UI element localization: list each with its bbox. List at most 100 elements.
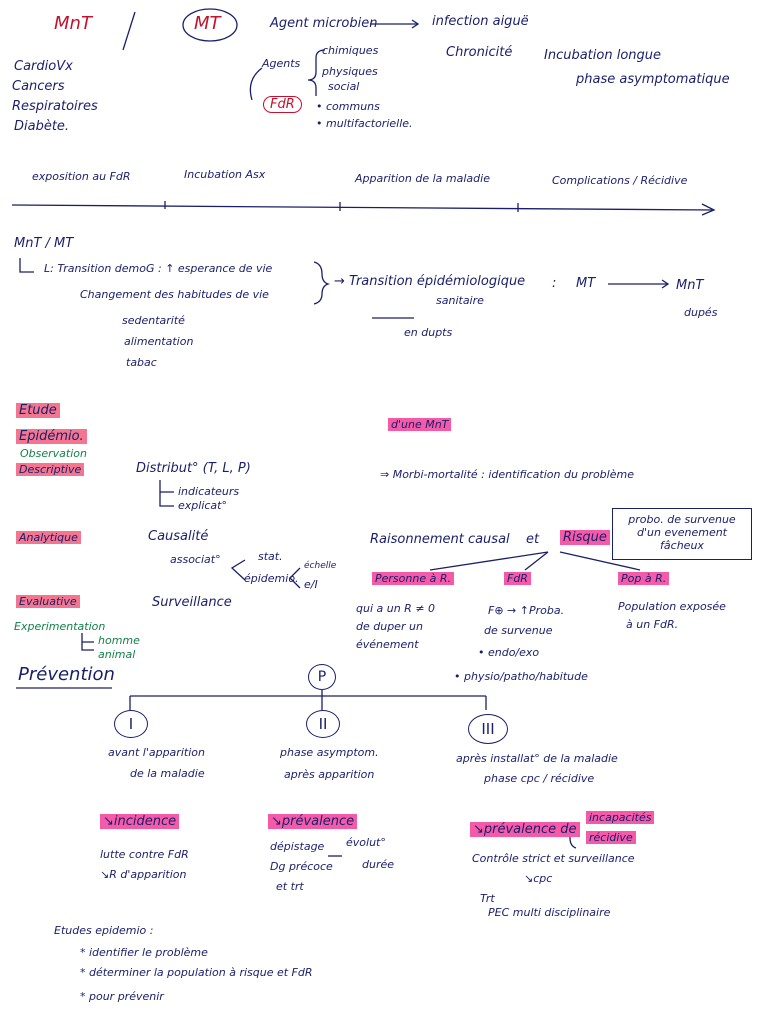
fdr-line-4: • physio/patho/habitude xyxy=(454,670,588,683)
pop-line-1: Population exposée xyxy=(618,600,726,613)
echelle-label: échelle xyxy=(304,561,337,571)
disease-1: CardioVx xyxy=(14,59,73,74)
level-2-circle: II xyxy=(306,710,340,738)
probo-text: probo. de survenue d'un evenement fâcheu… xyxy=(628,513,736,552)
infection-aigue: infection aiguë xyxy=(432,14,529,29)
morbi-mortalite: ⇒ Morbi-mortalité : identification du pr… xyxy=(380,468,634,481)
agent-microbien: Agent microbien xyxy=(270,16,378,31)
incubation-longue: Incubation longue xyxy=(544,48,662,63)
agents-brace xyxy=(307,49,326,96)
fdr-bullet-2: • multifactorielle. xyxy=(316,117,413,130)
ei-label: e/I xyxy=(304,578,318,591)
agents-fdr-arrow xyxy=(249,67,263,101)
timeline-axis xyxy=(11,204,713,211)
mnt-label: MnT xyxy=(676,278,704,293)
timeline-label-2: Incubation Asx xyxy=(184,168,266,181)
surveillance-label: Surveillance xyxy=(152,595,232,610)
prevention-root: P xyxy=(308,664,336,690)
habit-3: tabac xyxy=(126,356,157,369)
agent-type-3: social xyxy=(328,80,360,93)
distribut-label: Distribut° (T, L, P) xyxy=(136,461,251,476)
stat-label: stat. xyxy=(258,550,283,563)
pop-line-2: à un FdR. xyxy=(626,618,679,631)
transition-row-1: L: Transition demoG : ↑ esperance de vie xyxy=(44,262,273,275)
sanitaire: sanitaire xyxy=(436,294,484,307)
prevention-title: Prévention xyxy=(18,664,115,685)
agents-label: Agents xyxy=(262,57,301,70)
mt-circle xyxy=(182,8,238,42)
level-3-extra-2: récidive xyxy=(586,831,636,844)
level-2-detail-1: dépistage xyxy=(270,840,325,853)
footer-item-1: * identifier le problème xyxy=(80,946,208,959)
observation-label: Observation xyxy=(20,447,87,460)
probo-box: probo. de survenue d'un evenement fâcheu… xyxy=(612,508,752,560)
animal-label: animal xyxy=(98,648,136,661)
analytique-label: Analytique xyxy=(16,531,81,544)
arrow-head xyxy=(661,279,670,289)
transition-title: MnT / MT xyxy=(14,236,74,251)
transition-row-2: Changement des habitudes de vie xyxy=(80,288,269,301)
level-1-circle: I xyxy=(114,710,148,738)
level-2-detail-3: et trt xyxy=(276,880,304,893)
level-3-extra-1: incapacités xyxy=(586,811,655,824)
transition-brace xyxy=(313,261,331,305)
etude-label: Etude xyxy=(16,403,60,418)
level-3-circle: III xyxy=(468,714,508,744)
fdr-line-3: • endo/exo xyxy=(478,646,540,659)
echelle-bracket xyxy=(289,567,301,589)
level-3-detail-2: ↘cpc xyxy=(524,872,553,885)
evaluative-label: Evaluative xyxy=(16,595,80,608)
epidemio-label: Epidémio. xyxy=(16,429,87,444)
et-label: et xyxy=(526,532,540,547)
descriptive-label: Descriptive xyxy=(16,463,85,476)
level-1-detail-2: ↘R d'apparition xyxy=(100,868,187,881)
risque-label: Risque xyxy=(560,530,610,545)
footer-item-3: * pour prévenir xyxy=(80,990,164,1003)
level-3-tag: ↘prévalence de xyxy=(470,822,580,837)
level-3-text-1: après installat° de la maladie xyxy=(456,752,618,765)
disease-4: Diabète. xyxy=(14,119,70,134)
colon: : xyxy=(552,276,557,291)
habit-2: alimentation xyxy=(124,335,194,348)
level-2-detail-2: Dg précoce xyxy=(270,860,333,873)
phase-asymptomatique: phase asymptomatique xyxy=(576,72,730,87)
associat-label: associat° xyxy=(170,553,221,566)
level-1-text-2: de la maladie xyxy=(130,767,205,780)
agent-type-1: chimiques xyxy=(322,44,379,57)
causal-bracket xyxy=(230,559,246,581)
chronicite: Chronicité xyxy=(446,45,513,60)
level-2-evol-1: évolut° xyxy=(346,836,386,849)
level-1-tag: ↘incidence xyxy=(100,814,180,829)
footer-title: Etudes epidemio : xyxy=(54,924,154,937)
disease-3: Respiratoires xyxy=(12,99,98,114)
experimentation-bracket xyxy=(81,633,94,651)
explicat-label: explicat° xyxy=(178,499,227,512)
personne-line-1: qui a un R ≠ 0 xyxy=(356,602,436,615)
timeline-arrowhead xyxy=(701,203,716,216)
mnt-title: MnT xyxy=(54,13,92,34)
arrow-head xyxy=(411,19,420,29)
dupes-label: dupés xyxy=(684,306,718,319)
epidemio-sub: épidemio. xyxy=(244,572,299,585)
personne-line-2: de duper un xyxy=(356,620,423,633)
l-marker xyxy=(19,258,34,273)
homme-label: homme xyxy=(98,634,140,647)
fdr-cloud: FdR xyxy=(263,96,302,113)
causalite-label: Causalité xyxy=(148,529,209,544)
distribut-bracket xyxy=(159,480,174,507)
pop-a-r: Pop à R. xyxy=(618,572,670,585)
level-1-text-1: avant l'apparition xyxy=(108,746,205,759)
timeline-label-4: Complications / Récidive xyxy=(552,174,688,187)
level-3-detail-3: Trt xyxy=(480,892,495,905)
level-2-tag: ↘prévalence xyxy=(268,814,358,829)
fdr-r: FdR xyxy=(504,572,531,585)
level-3-detail-1: Contrôle strict et surveillance xyxy=(472,852,635,865)
raisonnement-causal: Raisonnement causal xyxy=(370,532,510,547)
personne-line-3: événement xyxy=(356,638,419,651)
fdr-bullet-1: • communs xyxy=(316,100,380,113)
footer-item-2: * déterminer la population à risque et F… xyxy=(80,966,313,979)
indicateurs-label: indicateurs xyxy=(178,485,240,498)
timeline-label-3: Apparition de la maladie xyxy=(355,172,490,185)
